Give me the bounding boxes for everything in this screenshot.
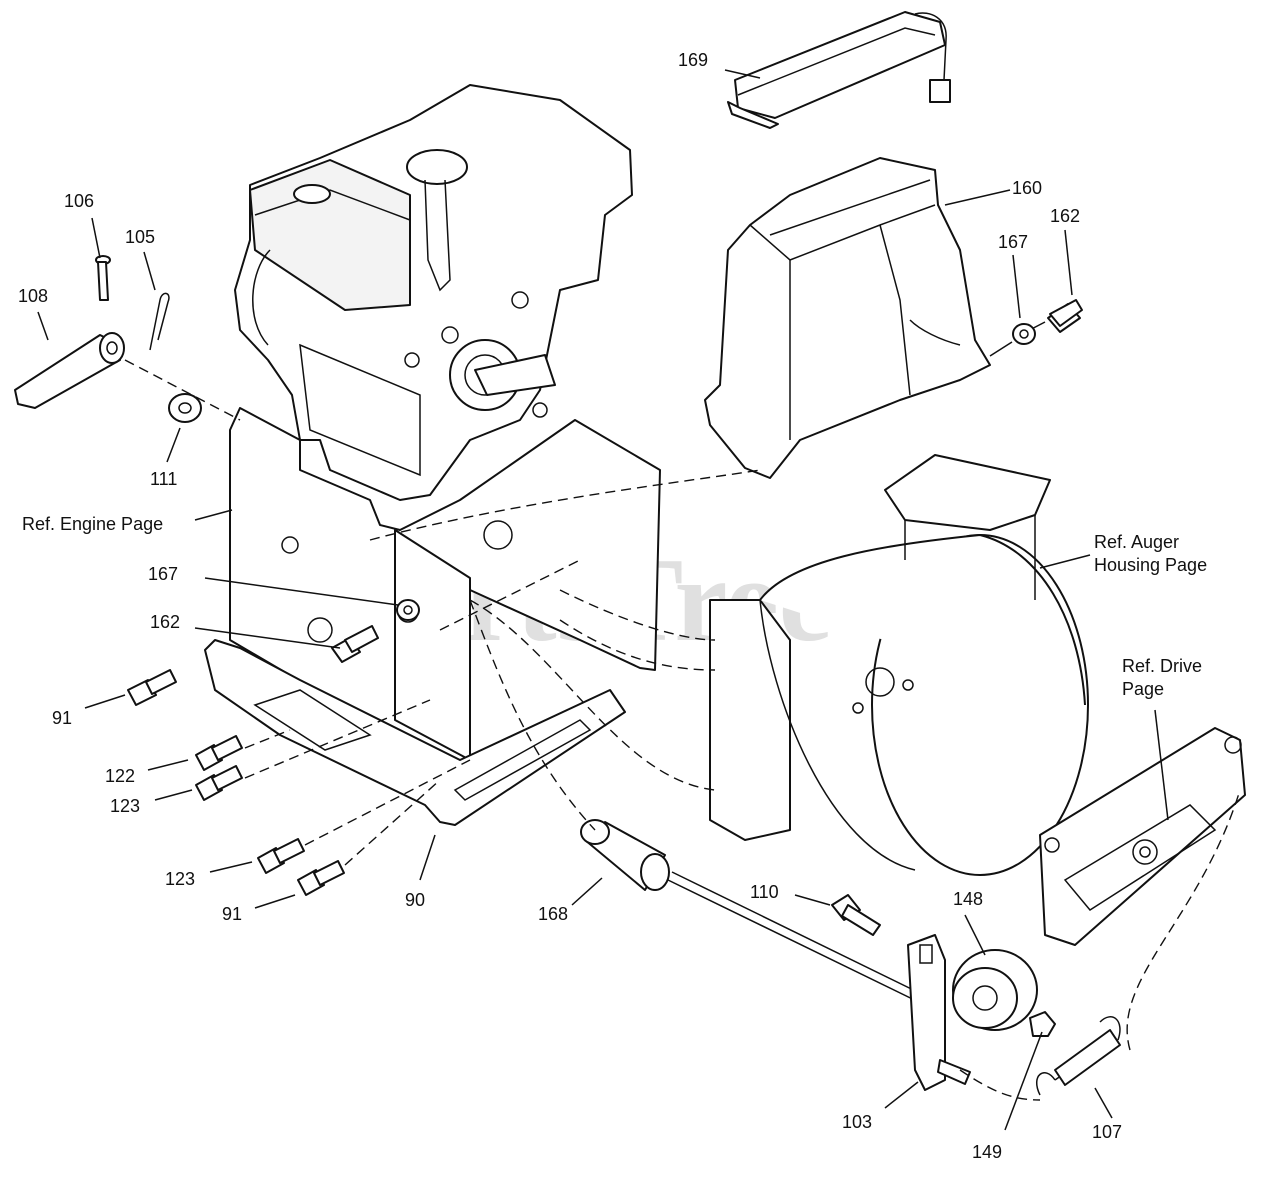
auger-housing	[709, 454, 1089, 876]
callout-160: 160	[1012, 178, 1042, 198]
ref-drive-line2: Page	[1122, 679, 1164, 699]
part-162-bolt-upper[interactable]	[1019, 299, 1083, 336]
drive-plate	[1039, 727, 1246, 946]
shaft-rod	[667, 879, 936, 1011]
part-167-washer-upper[interactable]	[1012, 323, 1036, 345]
part-149-nut[interactable]	[1029, 1011, 1056, 1037]
ref-auger-line2: Housing Page	[1094, 555, 1207, 575]
part-106-pin[interactable]	[95, 255, 111, 301]
ref-drive-line1: Ref. Drive	[1122, 656, 1202, 676]
part-123-bolt-lower[interactable]	[257, 838, 305, 874]
part-110-bolt[interactable]	[831, 894, 881, 936]
callout-91-lower: 91	[222, 904, 242, 924]
callout-122: 122	[105, 766, 135, 786]
part-123-bolt-upper[interactable]	[195, 765, 243, 801]
part-167-washer-mid[interactable]	[396, 599, 420, 621]
frame-plates	[204, 407, 661, 826]
part-108-bracket[interactable]	[14, 332, 125, 409]
callout-168: 168	[538, 904, 568, 924]
part-91-bolt-upper[interactable]	[127, 669, 177, 706]
callout-149: 149	[972, 1142, 1002, 1162]
callout-103: 103	[842, 1112, 872, 1132]
part-91-bolt-lower[interactable]	[297, 860, 345, 896]
part-122-bolt[interactable]	[195, 735, 243, 771]
callout-167-mid: 167	[148, 564, 178, 584]
callout-90: 90	[405, 890, 425, 910]
shaft-rod-edge	[671, 871, 939, 1003]
part-169-cover[interactable]	[727, 11, 951, 129]
callout-123-lower: 123	[165, 869, 195, 889]
callout-162-mid: 162	[150, 612, 180, 632]
part-168-roller[interactable]	[580, 819, 670, 891]
callout-107: 107	[1092, 1122, 1122, 1142]
callout-162-upper: 162	[1050, 206, 1080, 226]
part-103-bracket[interactable]	[907, 934, 971, 1091]
callout-111: 111	[150, 469, 177, 489]
assembly-paths	[244, 469, 1241, 1101]
part-105-hairpin[interactable]	[149, 292, 170, 351]
callout-167-upper: 167	[998, 232, 1028, 252]
callout-106: 106	[64, 191, 94, 211]
callout-108: 108	[18, 286, 48, 306]
callout-91-upper: 91	[52, 708, 72, 728]
callout-labels: 169 160 162 167 106 105 108 111 167 162 …	[18, 50, 1122, 1162]
axis-line-160	[989, 341, 1013, 357]
part-162-bolt-mid[interactable]	[331, 625, 379, 663]
axis-line-left	[124, 359, 241, 421]
callout-169: 169	[678, 50, 708, 70]
callout-110: 110	[750, 882, 779, 902]
part-111-washer[interactable]	[168, 393, 202, 423]
engine-assembly	[234, 84, 633, 501]
part-160-housing[interactable]	[704, 157, 991, 479]
ref-auger-line1: Ref. Auger	[1094, 532, 1179, 552]
part-148-pulley[interactable]	[952, 949, 1038, 1031]
ref-engine-page: Ref. Engine Page	[22, 514, 163, 534]
callout-148: 148	[953, 889, 983, 909]
reference-labels: Ref. Engine Page Ref. Auger Housing Page…	[22, 514, 1207, 699]
callout-123-upper: 123	[110, 796, 140, 816]
callout-105: 105	[125, 227, 155, 247]
leader-lines	[37, 69, 1169, 1131]
part-107-spring[interactable]	[1035, 1016, 1121, 1096]
